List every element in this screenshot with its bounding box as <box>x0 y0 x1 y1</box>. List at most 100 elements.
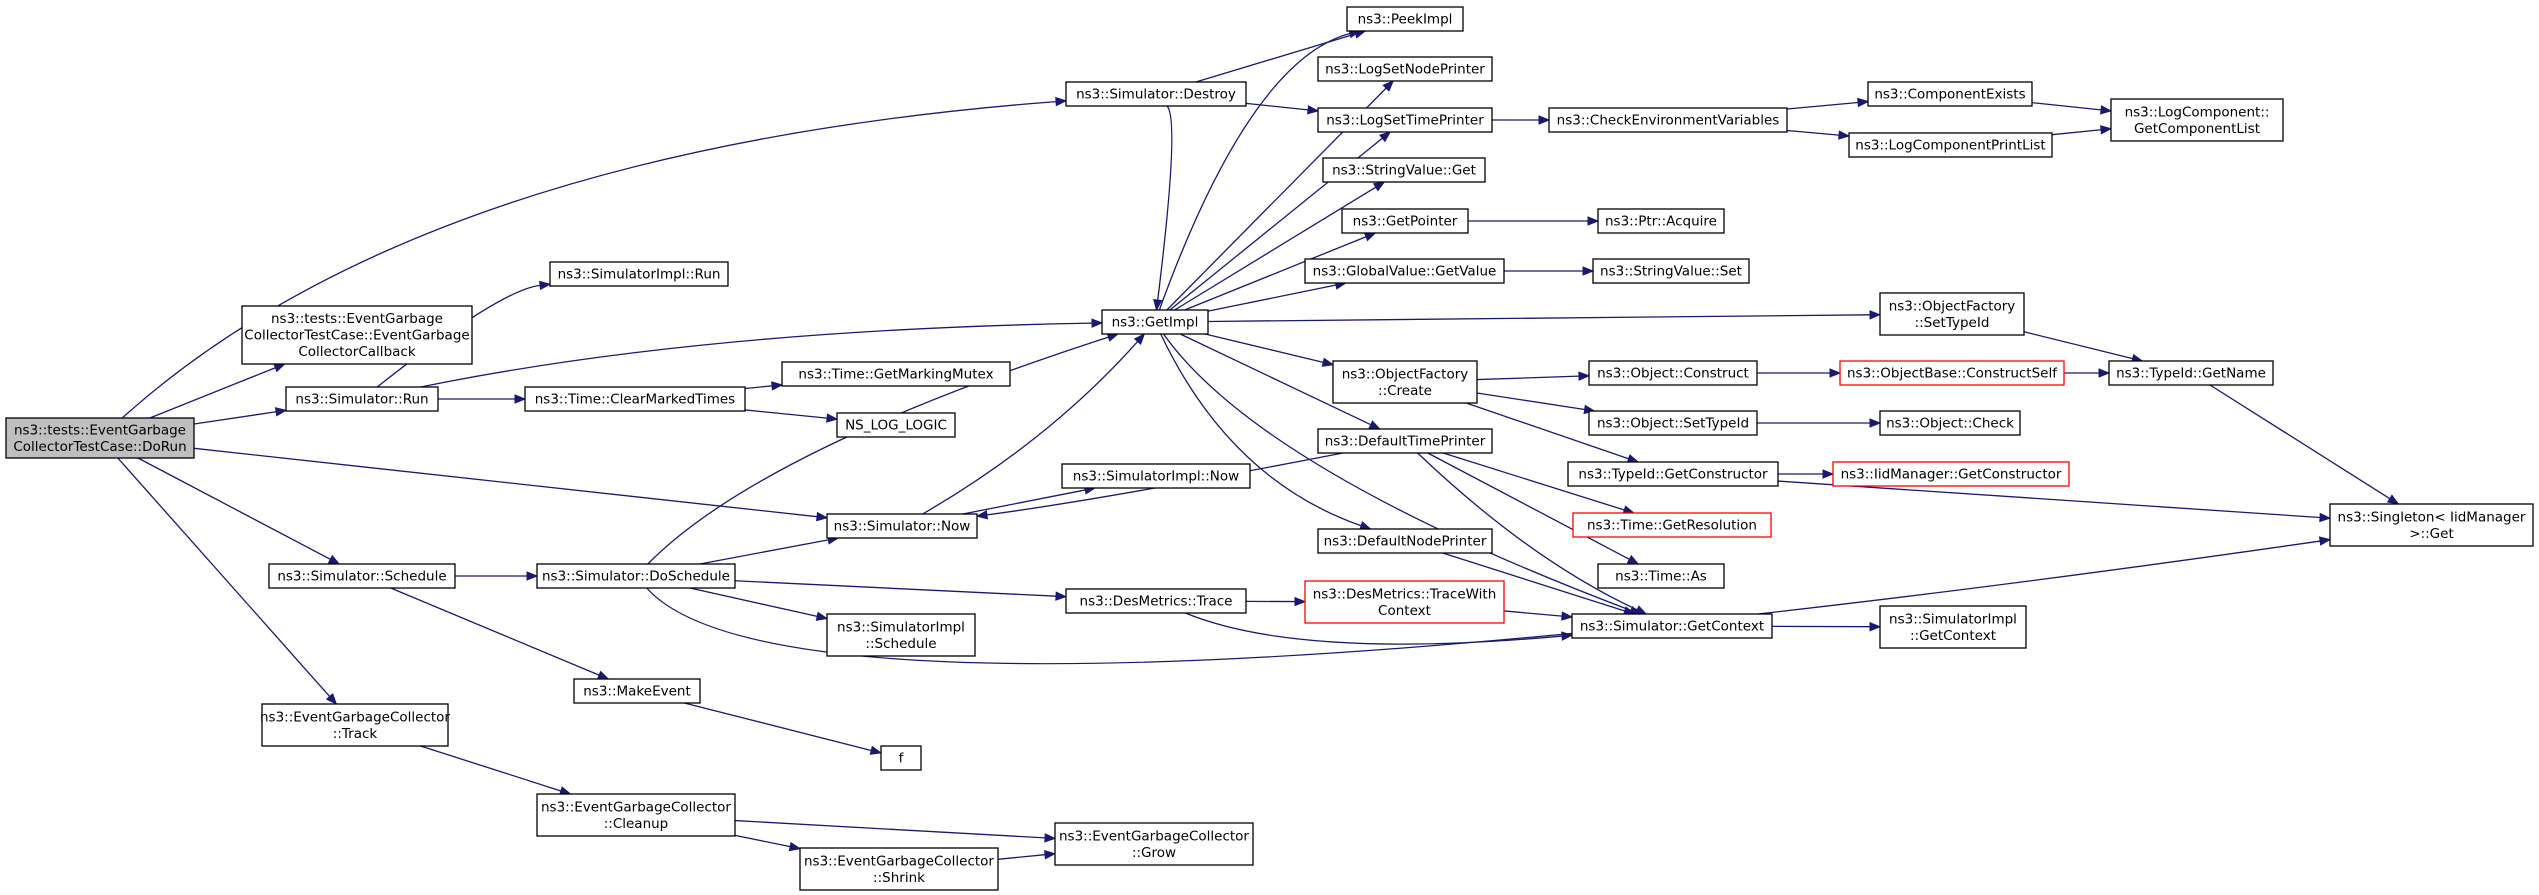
arrowhead-icon <box>526 571 539 581</box>
edge-obconstructself-to-typegetname <box>2064 368 2111 378</box>
node-lognode[interactable]: ns3::LogSetNodePrinter <box>1317 56 1493 82</box>
arrowhead-icon <box>1561 631 1574 641</box>
node-iidgetctor[interactable]: ns3::IidManager::GetConstructor <box>1832 461 2070 487</box>
node-box <box>241 305 473 365</box>
node-implschedule[interactable]: ns3::SimulatorImpl::Schedule <box>826 613 976 657</box>
edge-line <box>2209 384 2391 500</box>
node-egccb[interactable]: ns3::tests::EventGarbageCollectorTestCas… <box>241 305 473 365</box>
node-label: ns3::ObjectFactory <box>1342 366 1469 382</box>
arrowhead-icon <box>1055 591 1068 601</box>
arrowhead-icon <box>1055 96 1068 107</box>
node-simnow[interactable]: ns3::Simulator::Now <box>826 513 978 539</box>
edge-egctrack-to-egccleanup <box>420 745 572 796</box>
node-box <box>2108 360 2274 386</box>
call-nodes: ns3::tests::EventGarbageCollectorTestCas… <box>5 6 2534 891</box>
node-f[interactable]: f <box>880 745 922 771</box>
node-doschedule[interactable]: ns3::Simulator::DoSchedule <box>536 563 736 589</box>
node-checkenv[interactable]: ns3::CheckEnvironmentVariables <box>1548 107 1788 133</box>
edge-dmtrace-to-dtwc <box>1245 596 1307 607</box>
edge-line <box>1207 284 1337 312</box>
node-egctrack[interactable]: ns3::EventGarbageCollector::Track <box>260 703 450 747</box>
edge-line <box>117 457 331 697</box>
edge-dorun-to-simrun <box>193 407 288 425</box>
node-compexists[interactable]: ns3::ComponentExists <box>1867 81 2033 107</box>
node-makeevent[interactable]: ns3::MakeEvent <box>573 678 701 704</box>
node-egcgrow[interactable]: ns3::EventGarbageCollector::Grow <box>1054 822 1254 866</box>
node-simrun[interactable]: ns3::Simulator::Run <box>285 386 439 412</box>
node-label: ns3::GetPointer <box>1353 214 1458 230</box>
node-gvget[interactable]: ns3::GlobalValue::GetValue <box>1304 258 1505 284</box>
arrowhead-icon <box>2386 494 2400 505</box>
node-box <box>1548 107 1788 133</box>
node-implrun[interactable]: ns3::SimulatorImpl::Run <box>549 261 729 287</box>
node-objcheck[interactable]: ns3::Object::Check <box>1879 410 2021 436</box>
node-nslog[interactable]: NS_LOG_LOGIC <box>836 412 956 438</box>
node-destroy[interactable]: ns3::Simulator::Destroy <box>1065 81 1247 107</box>
edge-doschedule-to-implschedule <box>689 587 829 621</box>
edge-line <box>1476 392 1585 411</box>
node-box <box>826 613 976 657</box>
edge-line <box>1204 333 1324 364</box>
arrowhead-icon <box>1857 97 1870 108</box>
edge-dorun-to-simnow <box>193 447 829 522</box>
node-timeres[interactable]: ns3::Time::GetResolution <box>1572 512 1772 538</box>
arrowhead-icon <box>788 841 802 852</box>
node-markmutex[interactable]: ns3::Time::GetMarkingMutex <box>781 361 1011 387</box>
node-typegetctor[interactable]: ns3::TypeId::GetConstructor <box>1567 461 1779 487</box>
node-strset[interactable]: ns3::StringValue::Set <box>1592 258 1750 284</box>
node-box <box>1839 360 2065 386</box>
arrowhead-icon <box>869 745 883 755</box>
node-strget[interactable]: ns3::StringValue::Get <box>1322 157 1486 183</box>
node-implnow[interactable]: ns3::SimulatorImpl::Now <box>1061 463 1251 489</box>
node-ofcreate[interactable]: ns3::ObjectFactory::Create <box>1332 360 1478 404</box>
node-timeas[interactable]: ns3::Time::As <box>1597 563 1725 589</box>
edge-checkenv-to-printlist <box>1786 129 1851 140</box>
node-egccleanup[interactable]: ns3::EventGarbageCollector::Cleanup <box>536 793 736 837</box>
node-schedule[interactable]: ns3::Simulator::Schedule <box>268 563 456 589</box>
node-obconstructself[interactable]: ns3::ObjectBase::ConstructSelf <box>1839 360 2065 386</box>
node-label: ns3::Object::Construct <box>1597 366 1749 382</box>
node-clearmarked[interactable]: ns3::Time::ClearMarkedTimes <box>524 386 746 412</box>
node-simgetctx[interactable]: ns3::Simulator::GetContext <box>1571 613 1773 639</box>
node-logtime[interactable]: ns3::LogSetTimePrinter <box>1317 107 1493 133</box>
arrowhead-icon <box>596 670 610 680</box>
node-defnodeprinter[interactable]: ns3::DefaultNodePrinter <box>1317 528 1493 554</box>
node-typegetname[interactable]: ns3::TypeId::GetName <box>2108 360 2274 386</box>
node-implgetctx[interactable]: ns3::SimulatorImpl::GetContext <box>1879 605 2027 649</box>
arrowhead-icon <box>1153 298 1163 312</box>
node-printlist[interactable]: ns3::LogComponentPrintList <box>1848 132 2053 158</box>
node-label: ns3::Simulator::Schedule <box>277 569 446 585</box>
node-deftimeprinter[interactable]: ns3::DefaultTimePrinter <box>1317 428 1493 454</box>
node-box <box>1588 360 1758 386</box>
node-label: ns3::PeekImpl <box>1358 12 1453 28</box>
node-getimpl[interactable]: ns3::GetImpl <box>1101 309 1209 335</box>
edge-line <box>699 539 829 565</box>
arrowhead-icon <box>1829 368 1842 378</box>
edge-line <box>1245 102 1309 111</box>
node-egcshrink[interactable]: ns3::EventGarbageCollector::Shrink <box>799 847 999 891</box>
node-ofsettype[interactable]: ns3::ObjectFactory::SetTypeId <box>1879 292 2025 336</box>
edge-line <box>1417 452 1638 611</box>
arrowhead-icon <box>2319 512 2332 523</box>
arrowhead-icon <box>1626 554 1640 565</box>
node-ptracquire[interactable]: ns3::Ptr::Acquire <box>1597 208 1725 234</box>
node-objconstruct[interactable]: ns3::Object::Construct <box>1588 360 1758 386</box>
node-peekimpl[interactable]: ns3::PeekImpl <box>1346 6 1464 32</box>
node-objsettype[interactable]: ns3::Object::SetTypeId <box>1588 410 1758 436</box>
node-box <box>1332 360 1478 404</box>
node-dmtrace[interactable]: ns3::DesMetrics::Trace <box>1065 588 1247 614</box>
node-singleton[interactable]: ns3::Singleton< IidManager>::Get <box>2329 503 2534 547</box>
node-label: ns3::Simulator::Now <box>834 519 971 535</box>
edge-line <box>149 367 276 419</box>
edge-deftimeprinter-to-simnow <box>975 452 1344 520</box>
node-box <box>1317 428 1493 454</box>
edge-line <box>2051 129 2102 136</box>
node-dorun[interactable]: ns3::tests::EventGarbageCollectorTestCas… <box>5 417 195 459</box>
node-label: ns3::Object::Check <box>1886 416 2014 432</box>
node-box <box>1567 461 1779 487</box>
node-getpointer[interactable]: ns3::GetPointer <box>1341 208 1469 234</box>
node-complist[interactable]: ns3::LogComponent::GetComponentList <box>2110 98 2284 142</box>
edge-line <box>744 409 828 419</box>
